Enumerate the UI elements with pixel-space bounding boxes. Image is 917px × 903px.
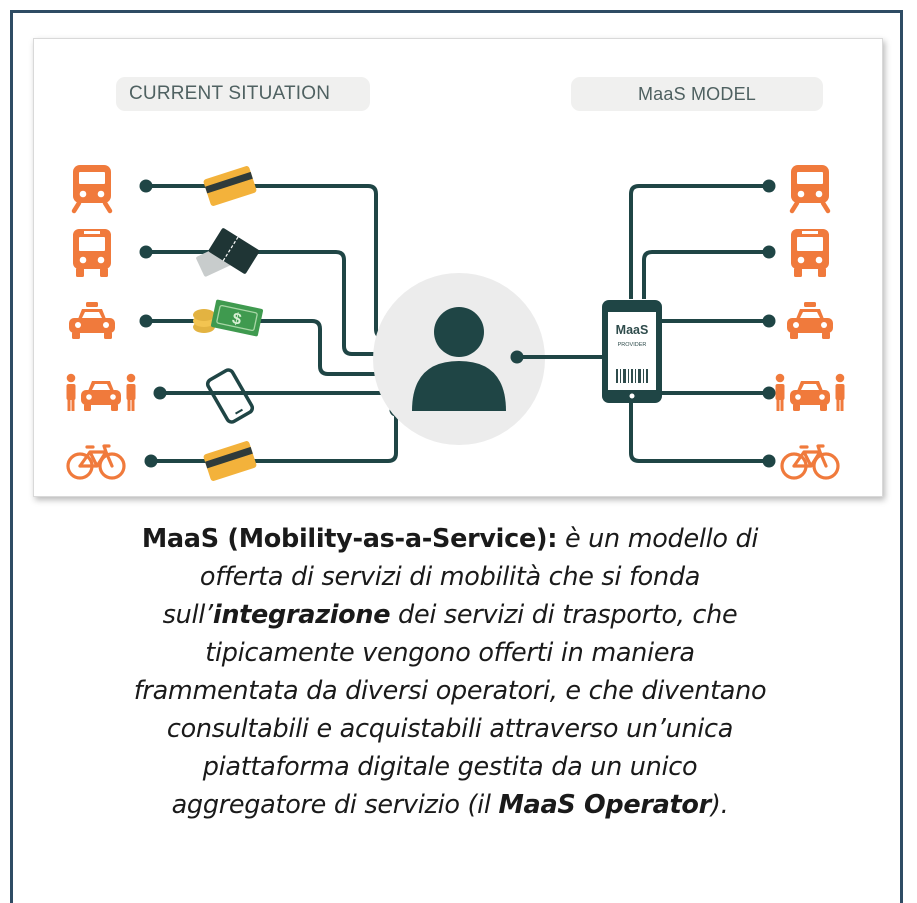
user-icon (373, 273, 545, 445)
bus-icon (791, 229, 829, 277)
car-sharing-icon (66, 373, 136, 411)
maas-provider-phone: MaaS PROVIDER (602, 300, 662, 403)
svg-text:$: $ (231, 310, 243, 328)
bicycle-icon (780, 444, 840, 480)
credit-card-icon (203, 441, 257, 481)
maas-model-header: MaaS MODEL (571, 77, 823, 111)
maas-diagram: CURRENT SITUATION MaaS MODEL (33, 38, 883, 497)
connector-bus (146, 250, 394, 356)
right-connectors (629, 184, 769, 463)
diagram-graphic: MaaS PROVIDER (66, 39, 845, 481)
cash-icon: $ (193, 299, 264, 337)
phone-label: MaaS (616, 323, 649, 337)
left-endpoints (139, 179, 403, 468)
connector-taxi (146, 319, 394, 376)
caption-line-8a: aggregatore di servizio (il (171, 790, 499, 820)
connector-bike (151, 409, 398, 463)
bus-icon (73, 229, 111, 277)
bicycle-icon (66, 444, 126, 480)
right-endpoints (762, 179, 776, 468)
barcode-icon (616, 369, 648, 383)
train-icon (73, 165, 111, 211)
left-connectors (146, 184, 398, 463)
maas-term: MaaS (Mobility-as-a-Service): (141, 524, 558, 554)
caption-line-2: offerta di servizi di mobilità che si fo… (199, 562, 701, 592)
taxi-icon (69, 302, 115, 339)
credit-card-icon (203, 166, 257, 206)
caption-line-8b: ). (710, 790, 729, 820)
caption-line-3a: sull’ (162, 600, 214, 630)
taxi-icon (787, 302, 833, 339)
smartphone-icon (205, 368, 255, 424)
maas-operator-term: MaaS Operator (498, 790, 711, 820)
caption-line-3b: dei servizi di trasporto, che (390, 600, 738, 630)
caption-line-6: consultabili e acquistabili attraverso u… (166, 714, 734, 744)
train-icon (791, 165, 829, 211)
caption-line-4: tipicamente vengono offerti in maniera (205, 638, 695, 668)
connector-train (146, 184, 394, 339)
maas-definition: MaaS (Mobility-as-a-Service): è un model… (20, 520, 880, 824)
caption-line-1: è un modello di (557, 524, 759, 554)
caption-line-7: piattaforma digitale gestita da un unico (202, 752, 698, 782)
integrazione-term: integrazione (212, 600, 391, 630)
car-sharing-icon (775, 373, 845, 411)
caption-line-5: frammentata da diversi operatori, e che … (133, 676, 767, 706)
tickets-icon (196, 228, 260, 277)
current-situation-header: CURRENT SITUATION (116, 77, 370, 111)
phone-sublabel: PROVIDER (618, 342, 647, 348)
